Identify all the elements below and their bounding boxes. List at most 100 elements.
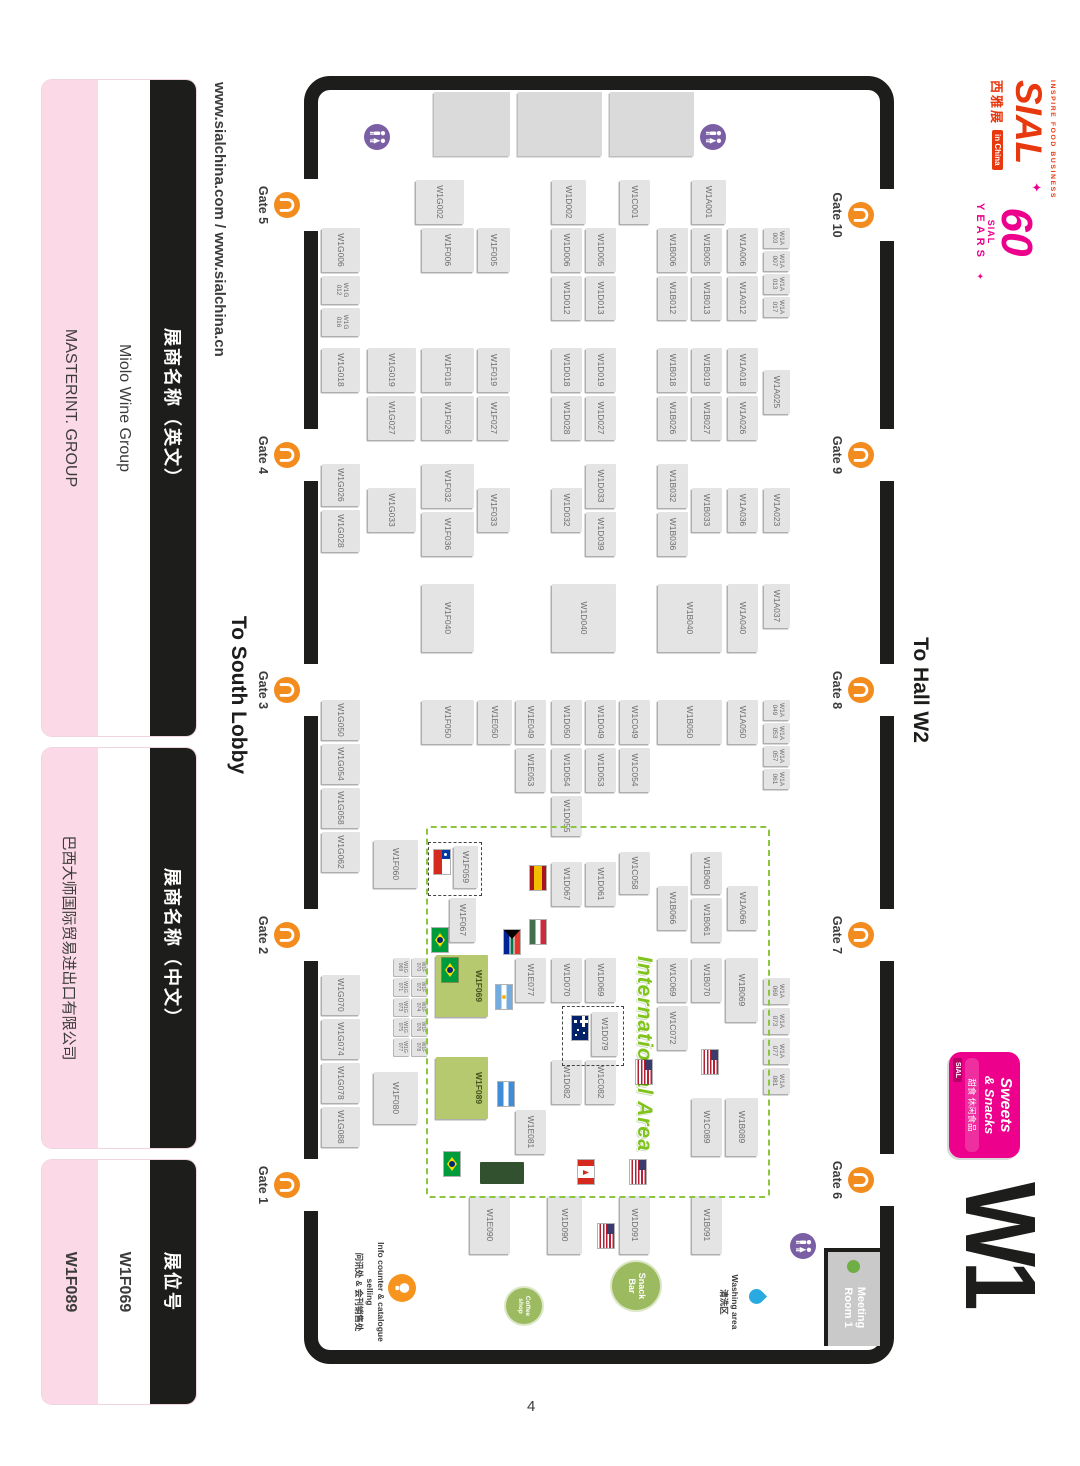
gate-label: Gate 10: [830, 192, 844, 238]
legend-cell: MASTERINT. GROUP: [42, 80, 98, 736]
sweets-chinese: 甜食 休闲食品: [965, 1058, 979, 1152]
booth-W1B032: W1B032: [658, 464, 688, 508]
booth-W1B006: W1B006: [658, 228, 688, 272]
info-counter-icon: [383, 1274, 416, 1302]
structure-block: [434, 92, 510, 156]
legend-cell: W1F069: [98, 1160, 150, 1404]
booth-W1A040: W1A040: [728, 584, 758, 652]
snack-bar: Snack Bar: [612, 1262, 660, 1310]
restroom-icon: [359, 124, 390, 150]
hall-number: W1: [944, 1182, 1056, 1305]
to-south-lobby-label: To South Lobby: [227, 615, 250, 775]
booth-W1A025: W1A025: [764, 370, 790, 414]
booth-W1D091: W1D091: [620, 1196, 650, 1254]
gate-label: Gate 1: [256, 1165, 270, 1205]
booth-W1B050: W1B050: [658, 700, 722, 744]
booth-W1F040: W1F040: [422, 584, 474, 652]
argentina-flag: [496, 985, 512, 1009]
booth-W1D027: W1D027: [586, 396, 616, 440]
sixty-sial: SIAL: [986, 219, 997, 245]
legend-header-booth: 展位号: [150, 1160, 196, 1404]
booth-W1G027: W1G027: [368, 396, 416, 440]
booth-W1F080: W1F080: [374, 1072, 418, 1124]
booth-W1G026: W1G026: [322, 464, 360, 506]
in-china-chip: in China: [992, 130, 1003, 170]
brazil-flag: [442, 958, 458, 982]
booth-W1D019: W1D019: [586, 348, 616, 392]
booth-W1B027: W1B027: [692, 396, 722, 440]
booth-W1G028: W1G028: [322, 510, 360, 552]
booth-W1D053: W1D053: [586, 748, 616, 792]
booth-W1D013: W1D013: [586, 276, 616, 320]
booth-W1A026: W1A026: [728, 396, 758, 440]
to-hall-w2-label: To Hall W2: [909, 637, 932, 743]
gate-6-icon: [848, 1167, 874, 1193]
booth-W1F018: W1F018: [422, 348, 474, 392]
booth-W1G006: W1G006: [322, 228, 360, 272]
sweets-line1: Sweets: [997, 1077, 1014, 1133]
coffee-shop-label: Coffee shop: [517, 1295, 532, 1317]
booth-W1D033: W1D033: [586, 464, 616, 508]
legend-col-booth: 展位号 W1F069 W1F089: [42, 1160, 196, 1404]
booth-W1B091: W1B091: [692, 1196, 722, 1254]
info-counter-en: Info counter & catalogue selling: [364, 1242, 386, 1342]
booth-W1D040: W1D040: [552, 584, 616, 652]
legend-cell: Miolo Wine Group: [98, 80, 150, 736]
booth-W1F019: W1F019: [478, 348, 510, 392]
booth-W1A001: W1A001: [692, 180, 726, 224]
booth-W1A012: W1A012: [728, 276, 758, 320]
gate-4-icon: [274, 442, 300, 468]
sixty-years-text: YEARS: [974, 203, 987, 261]
booth-W1E053: W1E053: [516, 748, 546, 792]
booth-W1D006: W1D006: [552, 228, 582, 272]
meeting-room-label: Meeting Room 1: [842, 1286, 867, 1329]
restroom-icon: [785, 1233, 816, 1259]
gate-10-icon: [848, 202, 874, 228]
sixty-years-badge: 60 SIAL YEARS ✦ ✦: [974, 182, 1044, 280]
sparkle-icon: ✦: [1029, 182, 1044, 193]
gate-2-icon: [274, 922, 300, 948]
gate-gap: [304, 909, 318, 961]
gate-label: Gate 6: [830, 1160, 844, 1200]
gate-7-icon: [848, 922, 874, 948]
usa-flag: [702, 1050, 718, 1074]
sweets-line2: & Snacks: [982, 1075, 997, 1135]
gate-label: Gate 5: [256, 185, 270, 225]
gate-label: Gate 2: [256, 915, 270, 955]
booth-W1G018: W1G018: [322, 348, 360, 392]
legend-col-name-zh: 展商名称（中文） 巴西大师国际贸易进出口有限公司: [42, 748, 196, 1148]
gate-gap: [880, 429, 894, 481]
spain-flag: [530, 866, 546, 890]
booth-W1F036: W1F036: [422, 512, 474, 556]
booth-W1F032: W1F032: [422, 464, 474, 508]
legend-col-name-en: 展商名称（英文） Miolo Wine Group MASTERINT. GRO…: [42, 80, 196, 736]
meeting-room-icon: [847, 1259, 861, 1273]
sweets-sial-tag: SIAL: [953, 1058, 962, 1082]
booth-W1D012: W1D012: [552, 276, 582, 320]
booth-W1D002: W1D002: [552, 180, 586, 224]
info-counter-label: Info counter & catalogue selling 问讯处 & 会…: [353, 1238, 386, 1346]
booth-W1D049: W1D049: [586, 700, 616, 744]
meeting-room-1: Meeting Room 1: [824, 1248, 880, 1346]
usa-flag: [630, 1160, 646, 1184]
booth-W1G062: W1G062: [322, 832, 360, 872]
booth-W1A006: W1A006: [728, 228, 758, 272]
booth-W1F026: W1F026: [422, 396, 474, 440]
booth-W1C001: W1C001: [620, 180, 650, 224]
canada-flag: [578, 1160, 594, 1184]
booth-W1F006: W1F006: [422, 228, 474, 272]
gate-label: Gate 4: [256, 435, 270, 475]
usa-flag: [636, 1060, 652, 1084]
booth-W1D032: W1D032: [552, 488, 582, 532]
booth-W1G054: W1G054: [322, 744, 360, 784]
booth-W1G070: W1G070: [322, 975, 360, 1015]
gate-3-icon: [274, 677, 300, 703]
